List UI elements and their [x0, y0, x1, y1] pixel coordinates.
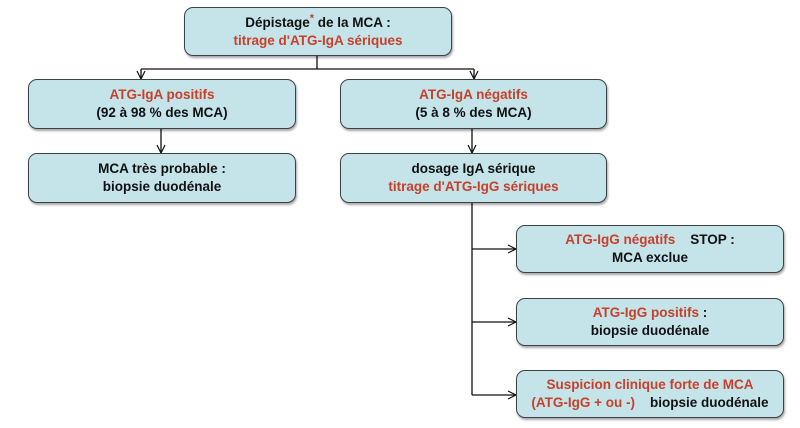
- node-screening: Dépistage* de la MCA : titrage d'ATG-IgA…: [184, 7, 452, 56]
- node-iga-dosage: dosage IgA sérique titrage d'ATG-IgG sér…: [340, 153, 607, 203]
- node-screening-title: Dépistage* de la MCA :: [245, 12, 391, 30]
- node-clinical-suspicion-subtitle: (ATG-IgG + ou -) biopsie duodénale: [531, 395, 769, 410]
- node-iga-negative-subtitle: (5 à 8 % des MCA): [415, 105, 532, 120]
- node-iga-negative-title: ATG-IgA négatifs: [419, 87, 528, 102]
- node-clinical-suspicion-title: Suspicion clinique forte de MCA: [546, 377, 754, 392]
- node-igg-positive-subtitle: biopsie duodénale: [590, 323, 710, 338]
- asterisk-marker: *: [309, 12, 315, 24]
- node-mca-probable: MCA très probable : biopsie duodénale: [28, 153, 296, 203]
- node-clinical-suspicion: Suspicion clinique forte de MCA (ATG-IgG…: [516, 370, 784, 418]
- node-screening-subtitle: titrage d'ATG-IgA sériques: [233, 32, 403, 48]
- node-igg-positive-title: ATG-IgG positifs :: [592, 305, 708, 320]
- node-igg-negative-subtitle: MCA exclue: [611, 250, 689, 265]
- node-iga-dosage-title: dosage IgA sérique: [411, 161, 536, 176]
- node-mca-probable-title: MCA très probable :: [98, 161, 226, 176]
- node-igg-negative: ATG-IgG négatifs STOP : MCA exclue: [516, 225, 784, 273]
- node-iga-dosage-subtitle: titrage d'ATG-IgG sériques: [388, 179, 559, 194]
- node-mca-probable-subtitle: biopsie duodénale: [102, 179, 222, 194]
- node-igg-negative-title: ATG-IgG négatifs STOP :: [565, 232, 735, 247]
- node-igg-positive: ATG-IgG positifs : biopsie duodénale: [516, 298, 784, 346]
- node-iga-positive-subtitle: (92 à 98 % des MCA): [96, 105, 228, 120]
- node-iga-negative: ATG-IgA négatifs (5 à 8 % des MCA): [340, 79, 607, 129]
- node-iga-positive-title: ATG-IgA positifs: [109, 87, 215, 102]
- node-iga-positive: ATG-IgA positifs (92 à 98 % des MCA): [28, 79, 296, 129]
